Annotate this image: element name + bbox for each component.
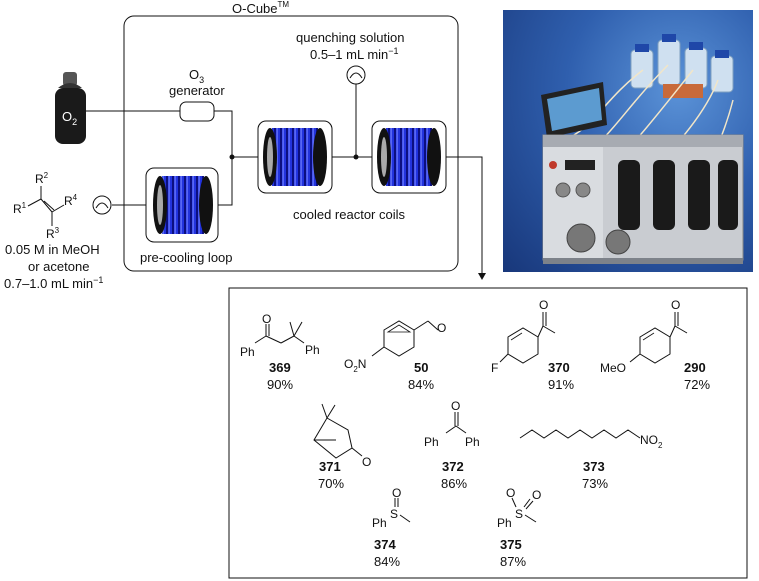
svg-text:O: O: [392, 486, 401, 500]
svg-text:S: S: [390, 507, 398, 521]
product-372-structure: O Ph Ph: [424, 399, 480, 449]
o2-cylinder: O2: [55, 72, 86, 144]
svg-text:Ph: Ph: [424, 435, 439, 449]
pump-symbol: [95, 202, 109, 209]
product-374-yield: 84%: [374, 554, 400, 569]
junction-dot: [229, 154, 235, 160]
svg-text:NO2: NO2: [640, 433, 663, 450]
o2-label: O2: [62, 109, 77, 127]
product-375-yield: 87%: [500, 554, 526, 569]
quench-rate: 0.5–1 mL min−1: [310, 46, 399, 62]
product-50-id: 50: [414, 360, 428, 375]
ocube-label: O-CubeTM: [232, 0, 289, 16]
quench-label: quenching solution: [296, 30, 404, 45]
svg-text:O: O: [262, 312, 271, 326]
product-370-id: 370: [548, 360, 570, 375]
product-50-yield: 84%: [408, 377, 434, 392]
flow-rate-label: 0.7–1.0 mL min−1: [4, 275, 103, 291]
product-374-id: 374: [374, 537, 396, 552]
quench-pump-icon: [346, 65, 366, 85]
product-369-yield: 90%: [267, 377, 293, 392]
product-290-id: 290: [684, 360, 706, 375]
product-373-yield: 73%: [582, 476, 608, 491]
svg-text:MeO: MeO: [600, 361, 626, 375]
product-373-structure: NO2: [519, 429, 663, 450]
svg-text:R2: R2: [35, 171, 49, 186]
generator-label: generator: [169, 83, 225, 98]
svg-text:O: O: [362, 455, 371, 469]
product-373-id: 373: [583, 459, 605, 474]
product-369-id: 369: [269, 360, 291, 375]
svg-text:O: O: [506, 486, 515, 500]
product-370-yield: 91%: [548, 377, 574, 392]
product-375-structure: Ph S O O: [497, 486, 541, 530]
product-371-structure: O: [313, 403, 371, 469]
conc-label: 0.05 M in MeOH: [5, 242, 100, 257]
reactor-coil-2: [371, 120, 447, 194]
svg-text:O: O: [451, 399, 460, 413]
precool-label: pre-cooling loop: [140, 250, 233, 265]
pump-symbol: [349, 72, 363, 79]
svg-text:R1: R1: [13, 201, 27, 216]
product-372-yield: 86%: [441, 476, 467, 491]
o3-generator: [179, 101, 215, 122]
product-370-structure: O F: [491, 298, 556, 375]
product-371-yield: 70%: [318, 476, 344, 491]
product-50-structure: O O2N: [344, 320, 446, 374]
product-371-id: 371: [319, 459, 341, 474]
precooling-coil: [145, 167, 219, 243]
product-290-yield: 72%: [684, 377, 710, 392]
products-box: [228, 287, 748, 579]
product-372-id: 372: [442, 459, 464, 474]
product-369-structure: O Ph Ph: [240, 312, 320, 359]
instrument-photo: [503, 10, 753, 272]
o3-label: O3: [189, 67, 204, 85]
svg-text:Ph: Ph: [465, 435, 480, 449]
svg-text:O: O: [532, 488, 541, 502]
svg-text:Ph: Ph: [240, 345, 255, 359]
instrument-illustration: [541, 34, 744, 264]
svg-text:Ph: Ph: [372, 516, 387, 530]
svg-text:O: O: [539, 298, 548, 312]
reactor-coil-1: [257, 120, 333, 194]
solvent-label: or acetone: [28, 259, 89, 274]
svg-text:F: F: [491, 361, 498, 375]
product-374-structure: Ph S O: [372, 486, 411, 530]
ocube-frame: [123, 15, 459, 272]
svg-text:S: S: [515, 507, 523, 521]
svg-text:R4: R4: [64, 193, 78, 208]
cooled-coils-label: cooled reactor coils: [293, 207, 405, 222]
svg-text:O2N: O2N: [344, 357, 366, 374]
product-290-structure: O MeO: [600, 298, 688, 375]
substrate-structure: R1 R2 R3 R4: [13, 171, 78, 241]
substrate-pump-icon: [92, 195, 112, 215]
svg-text:Ph: Ph: [305, 343, 320, 357]
svg-text:O: O: [671, 298, 680, 312]
svg-text:O: O: [437, 321, 446, 335]
junction-dot: [353, 154, 359, 160]
product-375-id: 375: [500, 537, 522, 552]
svg-text:Ph: Ph: [497, 516, 512, 530]
svg-text:R3: R3: [46, 226, 60, 241]
